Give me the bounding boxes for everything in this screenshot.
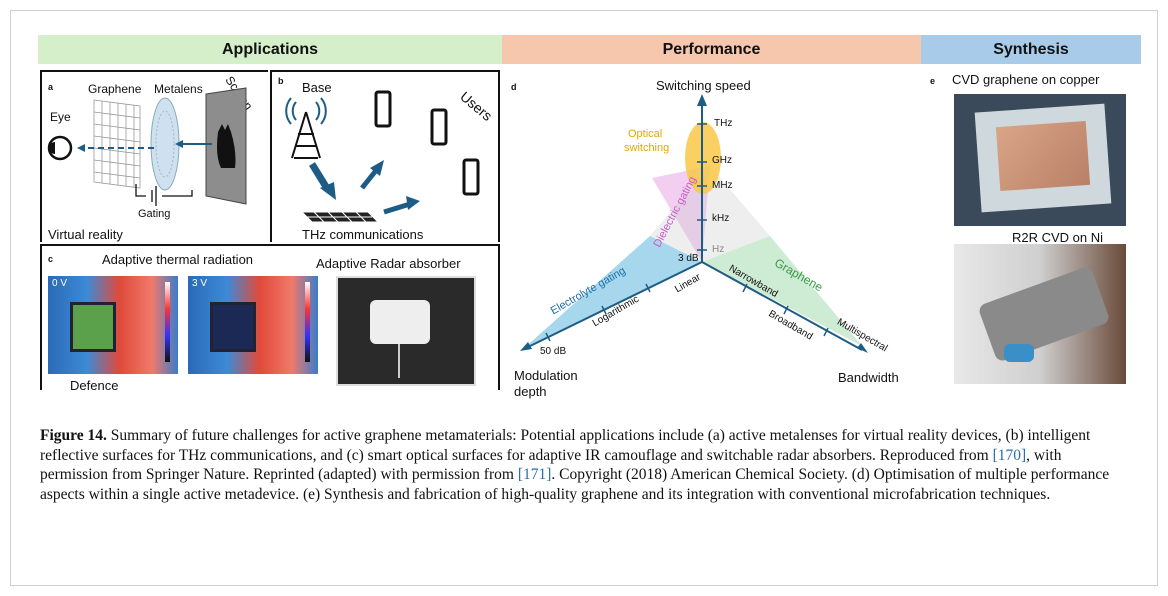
surface-grid-icon: [300, 211, 379, 222]
optical-label: Optical: [628, 128, 663, 140]
panel-a-label: a: [48, 82, 54, 92]
voltage-3v: 3 V: [192, 278, 208, 289]
switching-label: switching: [624, 142, 670, 154]
metalens-label: Metalens: [154, 82, 203, 96]
tower-icon: [285, 97, 327, 159]
tick-mhz: MHz: [712, 180, 733, 191]
figure-caption: Figure 14. Summary of future challenges …: [40, 426, 1130, 504]
panel-b-title: THz communications: [302, 227, 424, 242]
tick-hz: Hz: [712, 244, 725, 255]
phone-icon: [374, 90, 480, 196]
cat-icon: [217, 124, 236, 168]
panel-d-label: d: [511, 82, 517, 92]
caption-part-2: , with permission from Springer Nature. …: [40, 446, 1062, 484]
r2r-label: R2R CVD on Ni: [1012, 230, 1104, 245]
band-performance: Performance: [502, 35, 921, 64]
tick-thz: THz: [714, 118, 733, 129]
figure-frame: [10, 10, 1158, 586]
panel-b-label: b: [278, 76, 284, 86]
caption-ref-170[interactable]: [170]: [992, 446, 1027, 464]
panel-c: c Adaptive thermal radiation Adaptive Ra…: [40, 244, 500, 393]
metalens-diagram: [47, 87, 247, 206]
tick-ghz: GHz: [712, 155, 732, 166]
performance-diagram: [520, 94, 868, 353]
caption-figure-number: Figure 14.: [40, 427, 107, 444]
switching-speed-label: Switching speed: [656, 78, 751, 93]
thermal-label: Adaptive thermal radiation: [102, 252, 254, 267]
caption-part-1: Summary of future challenges for active …: [40, 427, 1091, 464]
modulation-label: Modulation: [514, 368, 578, 383]
thermal-image-0v: 0 V: [48, 276, 178, 374]
depth-label: depth: [514, 384, 547, 399]
base-label: Base: [302, 80, 332, 95]
db3-label: 3 dB: [678, 253, 699, 264]
cvd-copper-photo: [954, 94, 1126, 226]
radar-label: Adaptive Radar absorber: [316, 256, 461, 271]
voltage-0v: 0 V: [52, 278, 68, 289]
thermal-image-3v: 3 V: [188, 276, 318, 374]
panel-b: b Base Users THz communications: [270, 70, 500, 242]
thz-diagram: [285, 90, 480, 222]
graphene-label: Graphene: [88, 82, 142, 96]
caption-ref-171[interactable]: [171]: [517, 466, 552, 483]
graphene-lattice-icon: [93, 99, 141, 189]
gating-label: Gating: [138, 208, 171, 220]
panel-e-label: e: [930, 76, 936, 86]
band-synthesis: Synthesis: [921, 35, 1141, 64]
panel-c-label: c: [48, 254, 54, 264]
r2r-photo: [954, 244, 1126, 384]
panel-a-title: Virtual reality: [48, 227, 123, 242]
db50-label: 50 dB: [540, 346, 567, 357]
bandwidth-label: Bandwidth: [838, 370, 899, 385]
band-applications: Applications: [38, 35, 502, 64]
eye-label: Eye: [50, 110, 71, 124]
panel-c-title: Defence: [66, 378, 123, 393]
caption-part-3: . Copyright (2018) American Chemical Soc…: [40, 466, 1110, 503]
panel-a: a Graphene Metalens Screen Eye Gating Vi…: [40, 70, 268, 242]
radar-absorber-image: [336, 276, 476, 386]
cvd-label: CVD graphene on copper: [952, 72, 1100, 87]
metalens-icon: [150, 97, 180, 191]
tick-khz: kHz: [712, 213, 730, 224]
